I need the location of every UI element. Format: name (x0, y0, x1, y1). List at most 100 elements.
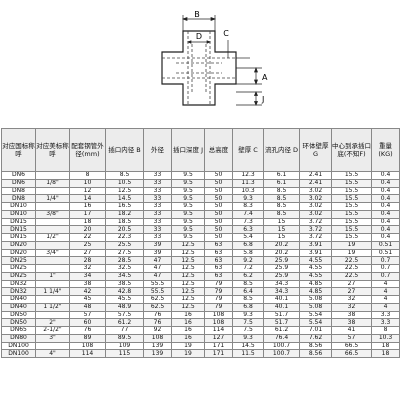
table-cell: 15.5 (331, 186, 372, 196)
table-cell: 0.4 (371, 202, 400, 211)
table-cell: 0.4 (371, 209, 400, 219)
table-cell: 3.91 (299, 240, 332, 250)
table-cell: 17 (69, 209, 106, 219)
table-cell: 79 (204, 295, 233, 304)
table-cell: 18 (371, 341, 400, 351)
table-cell: 1" (35, 271, 70, 281)
table-cell: 60 (69, 318, 106, 327)
table-cell: 38 (69, 279, 106, 289)
table-cell (35, 295, 70, 304)
table-cell: 15.5 (331, 194, 372, 203)
table-cell: 139 (143, 349, 172, 358)
table-cell: 39 (143, 248, 172, 258)
table-cell: 4.55 (299, 264, 332, 273)
table-cell: 39 (143, 240, 172, 250)
table-cell (35, 279, 70, 289)
table-cell: 27 (331, 287, 372, 296)
table-cell: 32.5 (105, 264, 144, 273)
table-cell: 12.5 (171, 295, 205, 304)
table-cell: 25.5 (105, 240, 144, 250)
table-cell: 20.2 (263, 240, 300, 250)
table-cell: 10.5 (105, 178, 144, 188)
table-cell: 3.72 (299, 225, 332, 234)
table-cell: 3.02 (299, 194, 332, 203)
table-cell: 8.56 (299, 341, 332, 351)
table-cell: 50 (204, 225, 233, 234)
table-cell: 33 (143, 194, 172, 203)
dimension-d (187, 40, 211, 44)
table-cell: 50 (204, 186, 233, 196)
dimension-a (236, 67, 262, 85)
table-cell: 12.5 (171, 240, 205, 250)
column-header: 总高度 (204, 128, 233, 172)
table-cell: 50 (204, 194, 233, 203)
spec-table: 对应国标称呼 对应美标称呼 配套钢管外径(mm) 插口内径 B 外径 插口深度 … (1, 128, 400, 358)
table-cell: 25.9 (263, 256, 300, 265)
table-cell: 1/4" (35, 194, 70, 203)
table-cell: 40.1 (263, 302, 300, 312)
table-cell: 10.3 (371, 333, 400, 343)
table-cell: 28 (69, 256, 106, 265)
table-cell: 77 (105, 326, 144, 335)
table-cell: 9.5 (171, 171, 205, 180)
table-cell: 16 (171, 318, 205, 327)
table-cell: 100.7 (263, 349, 300, 358)
table-cell: 7.4 (232, 209, 264, 219)
table-cell: 33 (143, 186, 172, 196)
table-cell: 0.4 (371, 217, 400, 227)
table-cell: 34.3 (263, 279, 300, 289)
table-cell: 9.5 (171, 217, 205, 227)
column-header: 中心到承插口底(不知F) (331, 128, 372, 172)
table-cell: 33 (143, 233, 172, 242)
table-cell: 63 (204, 240, 233, 250)
table-cell: 8.5 (232, 295, 264, 304)
table-cell: 114 (204, 326, 233, 335)
table-cell: 15.5 (331, 178, 372, 188)
table-cell: 20 (69, 225, 106, 234)
table-cell: DN6 (1, 178, 36, 188)
table-cell: 9.5 (171, 194, 205, 203)
table-cell: 12.5 (171, 248, 205, 258)
table-cell: 5.4 (232, 233, 264, 242)
table-cell: 0.7 (371, 271, 400, 281)
table-cell: 76 (143, 318, 172, 327)
table-cell: 108 (204, 318, 233, 327)
table-cell: 76.4 (263, 333, 300, 343)
table-cell: 63 (204, 271, 233, 281)
table-cell: DN25 (1, 271, 36, 281)
table-cell: 3.91 (299, 248, 332, 258)
table-cell: 32 (331, 295, 372, 304)
table-cell: 3.02 (299, 209, 332, 219)
table-cell: DN32 (1, 287, 36, 296)
table-cell: 50 (204, 217, 233, 227)
table-cell: 109 (105, 341, 144, 351)
table-cell: 15 (263, 225, 300, 234)
table-cell: 25.9 (263, 264, 300, 273)
table-cell: 3/8" (35, 209, 70, 219)
table-cell: 16 (171, 333, 205, 343)
table-cell: 14.5 (105, 194, 144, 203)
table-cell (35, 264, 70, 273)
table-cell: 63 (204, 248, 233, 258)
table-cell: 0.4 (371, 171, 400, 180)
table-cell: 19 (331, 248, 372, 258)
table-cell: 18.5 (105, 217, 144, 227)
table-cell: 15.5 (331, 171, 372, 180)
label-b: B (194, 10, 200, 19)
dimension-c (227, 40, 250, 59)
table-cell: 6.1 (263, 178, 300, 188)
table-cell: 171 (204, 349, 233, 358)
table-cell: 3.72 (299, 233, 332, 242)
table-cell: 9.5 (171, 233, 205, 242)
table-cell: 9.5 (171, 225, 205, 234)
label-j: J (261, 95, 264, 104)
table-cell: 8.56 (299, 349, 332, 358)
table-cell (35, 310, 70, 320)
table-cell: 0.51 (371, 240, 400, 250)
table-cell: 38 (331, 310, 372, 320)
